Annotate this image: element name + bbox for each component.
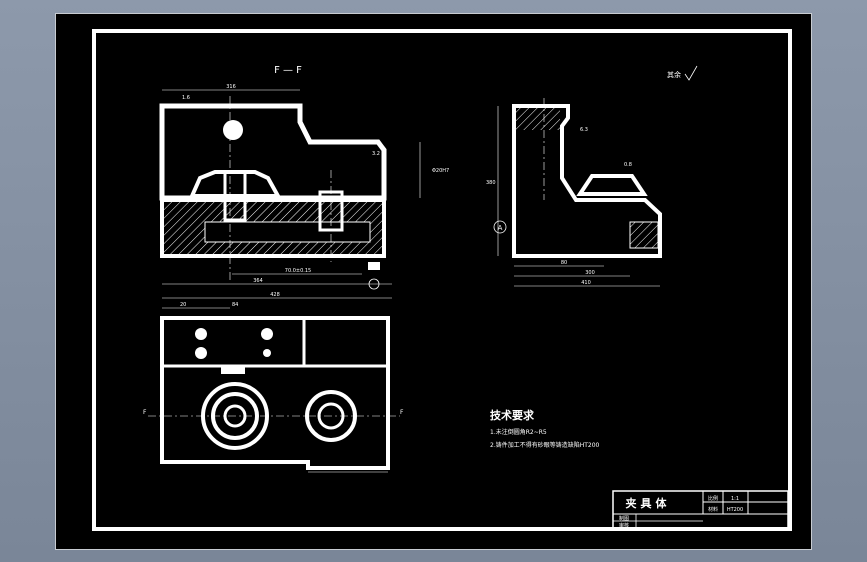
detail-circle xyxy=(493,220,507,234)
dim-side-mid: 300 xyxy=(585,270,595,276)
dim-small-spacing: 70.0±0.15 xyxy=(285,268,311,274)
scale-label: 比例 xyxy=(708,495,718,502)
base-slot xyxy=(204,221,371,243)
bolt-hole-2 xyxy=(261,328,273,340)
drawn-label: 制图 xyxy=(619,515,629,522)
scale-value: 1:1 xyxy=(731,496,739,502)
tech-heading: 技术要求 xyxy=(490,408,535,422)
side-view: 380 410 300 80 0.8 6.3 A xyxy=(486,98,662,287)
tech-item-1: 1.未注倒圆角R2~R5 xyxy=(490,428,547,436)
dim-fit: Φ20H7 xyxy=(432,168,449,174)
view-circle xyxy=(368,278,380,290)
title-block-frame xyxy=(612,490,789,529)
dim-mid-width: 364 xyxy=(253,278,263,284)
key-slot xyxy=(221,366,245,374)
front-section-view: F — F 316 428 364 70.0±0.15 Φ20H7 1.6 3.… xyxy=(159,65,449,299)
bolt-hole-1 xyxy=(195,328,207,340)
section-title: F — F xyxy=(274,65,302,76)
side-boss xyxy=(576,174,648,196)
tech-item-2: 2.铸件加工不得有砂眼等铸造缺陷HT200 xyxy=(490,441,600,449)
boss-outline xyxy=(188,170,282,198)
roughness-b: 3.2 xyxy=(372,151,380,157)
dim-side-height: 380 xyxy=(486,180,496,186)
roughness-c: 6.3 xyxy=(580,127,588,133)
section-marker xyxy=(368,262,380,270)
roughness-a: 1.6 xyxy=(182,95,190,101)
inner-frame xyxy=(92,29,792,531)
section-label-left: F xyxy=(143,409,147,416)
part-name: 夹具体 xyxy=(626,496,671,510)
section-label-right: F xyxy=(400,409,404,416)
material-label: 材料 xyxy=(708,506,718,513)
pin-circle xyxy=(223,120,243,140)
material-value: HT200 xyxy=(727,507,743,513)
bolt-hole-3 xyxy=(195,347,207,359)
side-hatch xyxy=(516,108,560,130)
side-detail-hatch xyxy=(630,222,658,248)
checked-label: 审核 xyxy=(619,522,629,529)
dim-side-overall: 410 xyxy=(581,280,591,286)
side-detail-box xyxy=(629,221,659,249)
bushing xyxy=(223,170,247,222)
plan-outline xyxy=(160,316,390,470)
dim-plan-left: 20 xyxy=(180,302,186,308)
title-block: 夹具体 比例 1:1 材料 HT200 制图 审核 xyxy=(612,490,789,529)
dim-plan-bottom: 39 xyxy=(346,466,352,472)
roughness-symbol xyxy=(684,65,698,81)
dim-plan-mid: 84 xyxy=(232,302,238,308)
bolt-hole-4 xyxy=(263,349,271,357)
dim-top-width: 316 xyxy=(226,84,236,90)
roughness-note: 其余 xyxy=(667,70,681,79)
dim-overall-width: 428 xyxy=(270,292,280,298)
dim-side-inner: 80 xyxy=(561,260,567,266)
pin-outer xyxy=(305,390,357,442)
plan-view: 20 84 39 F F xyxy=(143,302,404,473)
roughness-d: 0.8 xyxy=(624,162,632,168)
side-outline xyxy=(512,104,662,258)
detail-label: A xyxy=(498,224,503,232)
tech-requirements: 技术要求 1.未注倒圆角R2~R5 2.铸件加工不得有砂眼等铸造缺陷HT200 xyxy=(490,408,600,449)
